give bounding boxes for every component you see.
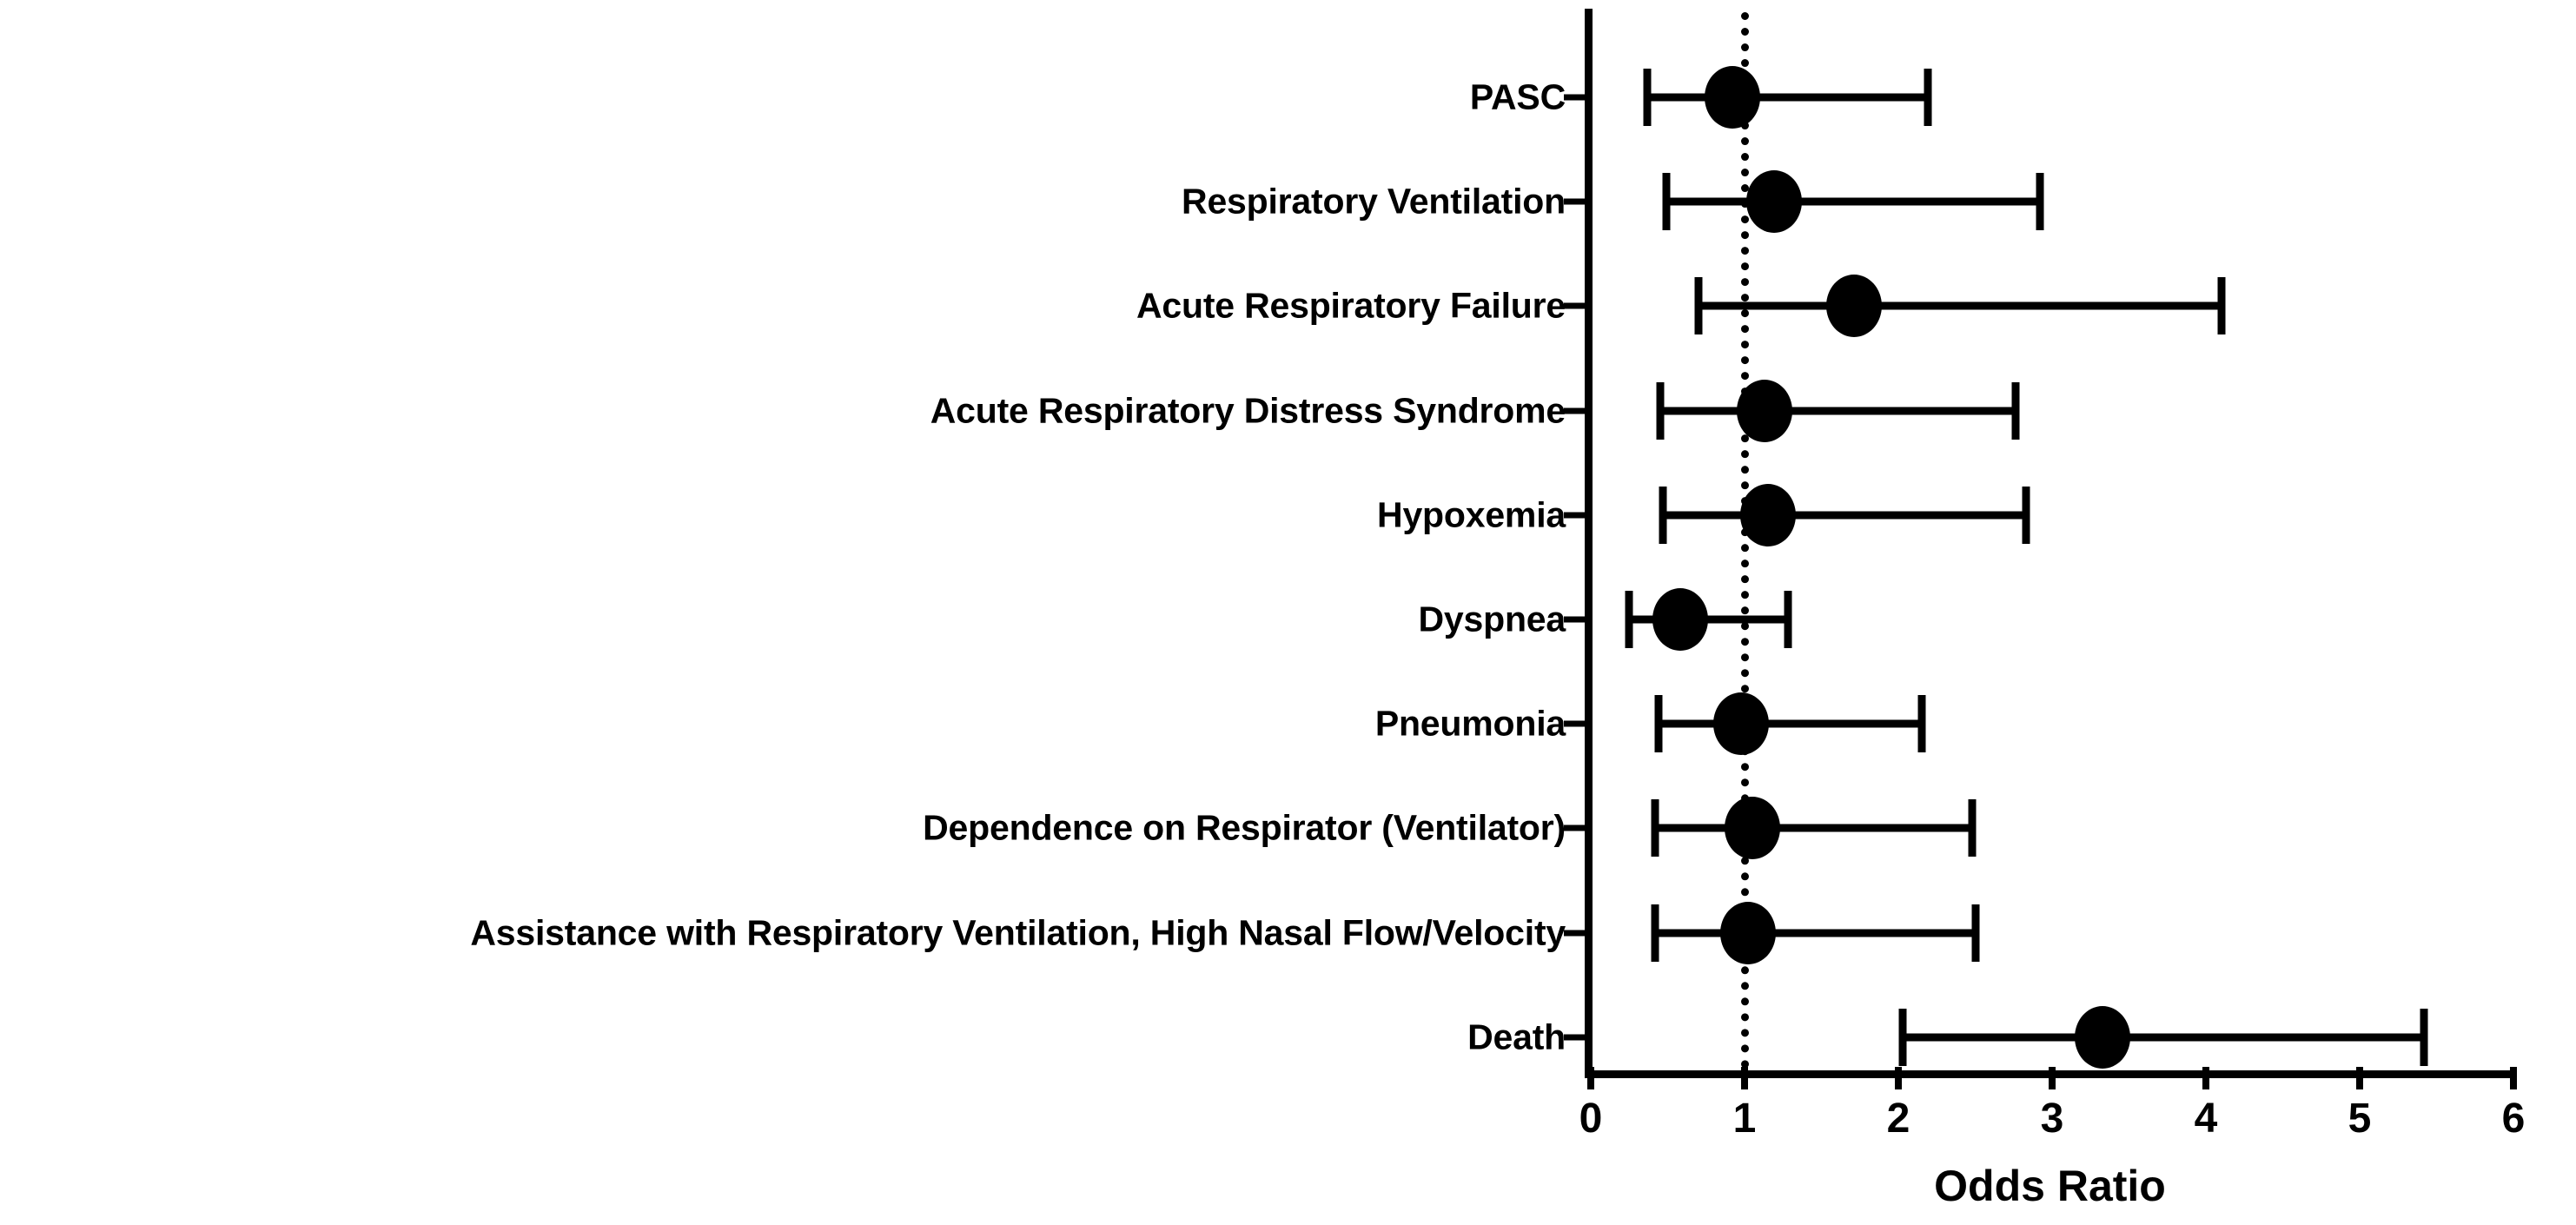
y-axis-line xyxy=(1585,9,1593,1077)
ci-upper-cap xyxy=(1917,695,1926,753)
category-label: Dyspnea xyxy=(1418,599,1566,639)
ci-upper-cap xyxy=(1968,799,1977,858)
y-axis-tick xyxy=(1564,512,1585,519)
ci-lower-cap xyxy=(1662,173,1671,231)
point-estimate-marker xyxy=(1652,588,1708,651)
x-axis-tick-label: 1 xyxy=(1732,1096,1757,1142)
confidence-interval-line xyxy=(1698,301,2222,310)
x-axis-tick xyxy=(1587,1067,1594,1089)
ci-upper-cap xyxy=(2022,486,2030,544)
confidence-interval-line xyxy=(1665,197,2040,206)
ci-lower-cap xyxy=(1651,904,1659,962)
point-estimate-marker xyxy=(1713,692,1770,756)
x-axis-tick-label: 3 xyxy=(2040,1096,2064,1142)
point-estimate-marker xyxy=(1737,379,1792,442)
y-axis-tick xyxy=(1564,616,1585,623)
ci-upper-cap xyxy=(1924,69,1932,126)
category-label: Acute Respiratory Distress Syndrome xyxy=(930,390,1566,431)
category-label: PASC xyxy=(1469,76,1566,117)
ci-upper-cap xyxy=(2217,277,2226,335)
confidence-interval-line xyxy=(1659,407,2016,415)
category-label: Death xyxy=(1467,1016,1566,1057)
y-axis-tick xyxy=(1564,930,1585,937)
category-label: Hypoxemia xyxy=(1377,494,1566,535)
x-axis-tick-label: 2 xyxy=(1886,1096,1910,1142)
category-label: Acute Respiratory Failure xyxy=(1136,285,1566,326)
confidence-interval-line xyxy=(1903,1033,2425,1042)
category-label: Pneumonia xyxy=(1374,703,1566,744)
ci-upper-cap xyxy=(1784,591,1792,648)
ci-lower-cap xyxy=(1643,69,1652,126)
ci-upper-cap xyxy=(2011,381,2020,440)
ci-lower-cap xyxy=(1898,1008,1907,1066)
x-axis-title: Odds Ratio xyxy=(1934,1162,2166,1210)
y-axis-tick xyxy=(1564,198,1585,205)
x-axis-tick xyxy=(2049,1067,2056,1089)
ci-upper-cap xyxy=(1971,904,1979,962)
reference-line-or-1 xyxy=(1741,12,1749,1069)
confidence-interval-line xyxy=(1655,824,1972,832)
point-estimate-marker xyxy=(1719,901,1776,964)
x-axis-tick xyxy=(2202,1067,2209,1089)
ci-upper-cap xyxy=(2036,173,2044,231)
confidence-interval-line xyxy=(1658,719,1922,728)
category-label: Assistance with Respiratory Ventilation,… xyxy=(470,912,1566,953)
confidence-interval-line xyxy=(1629,615,1788,624)
x-axis-tick-label: 6 xyxy=(2501,1096,2526,1142)
point-estimate-marker xyxy=(1745,170,1802,234)
x-axis-tick-label: 0 xyxy=(1579,1096,1603,1142)
ci-lower-cap xyxy=(1659,486,1667,544)
x-axis-tick xyxy=(2356,1067,2363,1089)
x-axis-tick xyxy=(2510,1067,2517,1089)
y-axis-tick xyxy=(1564,824,1585,831)
confidence-interval-line xyxy=(1655,929,1976,937)
ci-lower-cap xyxy=(1694,277,1703,335)
x-axis-tick xyxy=(1741,1067,1748,1089)
point-estimate-marker xyxy=(1825,275,1882,338)
x-axis-tick xyxy=(1895,1067,1902,1089)
y-axis-tick xyxy=(1564,407,1585,414)
point-estimate-marker xyxy=(1704,66,1760,129)
y-axis-tick xyxy=(1564,1034,1585,1041)
point-estimate-marker xyxy=(2075,1005,2131,1069)
ci-upper-cap xyxy=(2420,1008,2428,1066)
ci-lower-cap xyxy=(1651,799,1659,858)
confidence-interval-line xyxy=(1663,511,2026,520)
category-label: Respiratory Ventilation xyxy=(1182,181,1566,222)
y-axis-tick xyxy=(1564,302,1585,309)
ci-lower-cap xyxy=(1656,381,1665,440)
x-axis-tick-label: 5 xyxy=(2348,1096,2372,1142)
ci-lower-cap xyxy=(1654,695,1663,753)
category-label: Dependence on Respirator (Ventilator) xyxy=(923,807,1566,848)
y-axis-tick xyxy=(1564,94,1585,101)
x-axis-tick-label: 4 xyxy=(2194,1096,2218,1142)
confidence-interval-line xyxy=(1647,93,1928,102)
ci-lower-cap xyxy=(1625,591,1633,648)
point-estimate-marker xyxy=(1724,797,1780,860)
y-axis-tick xyxy=(1564,720,1585,727)
point-estimate-marker xyxy=(1739,483,1796,546)
